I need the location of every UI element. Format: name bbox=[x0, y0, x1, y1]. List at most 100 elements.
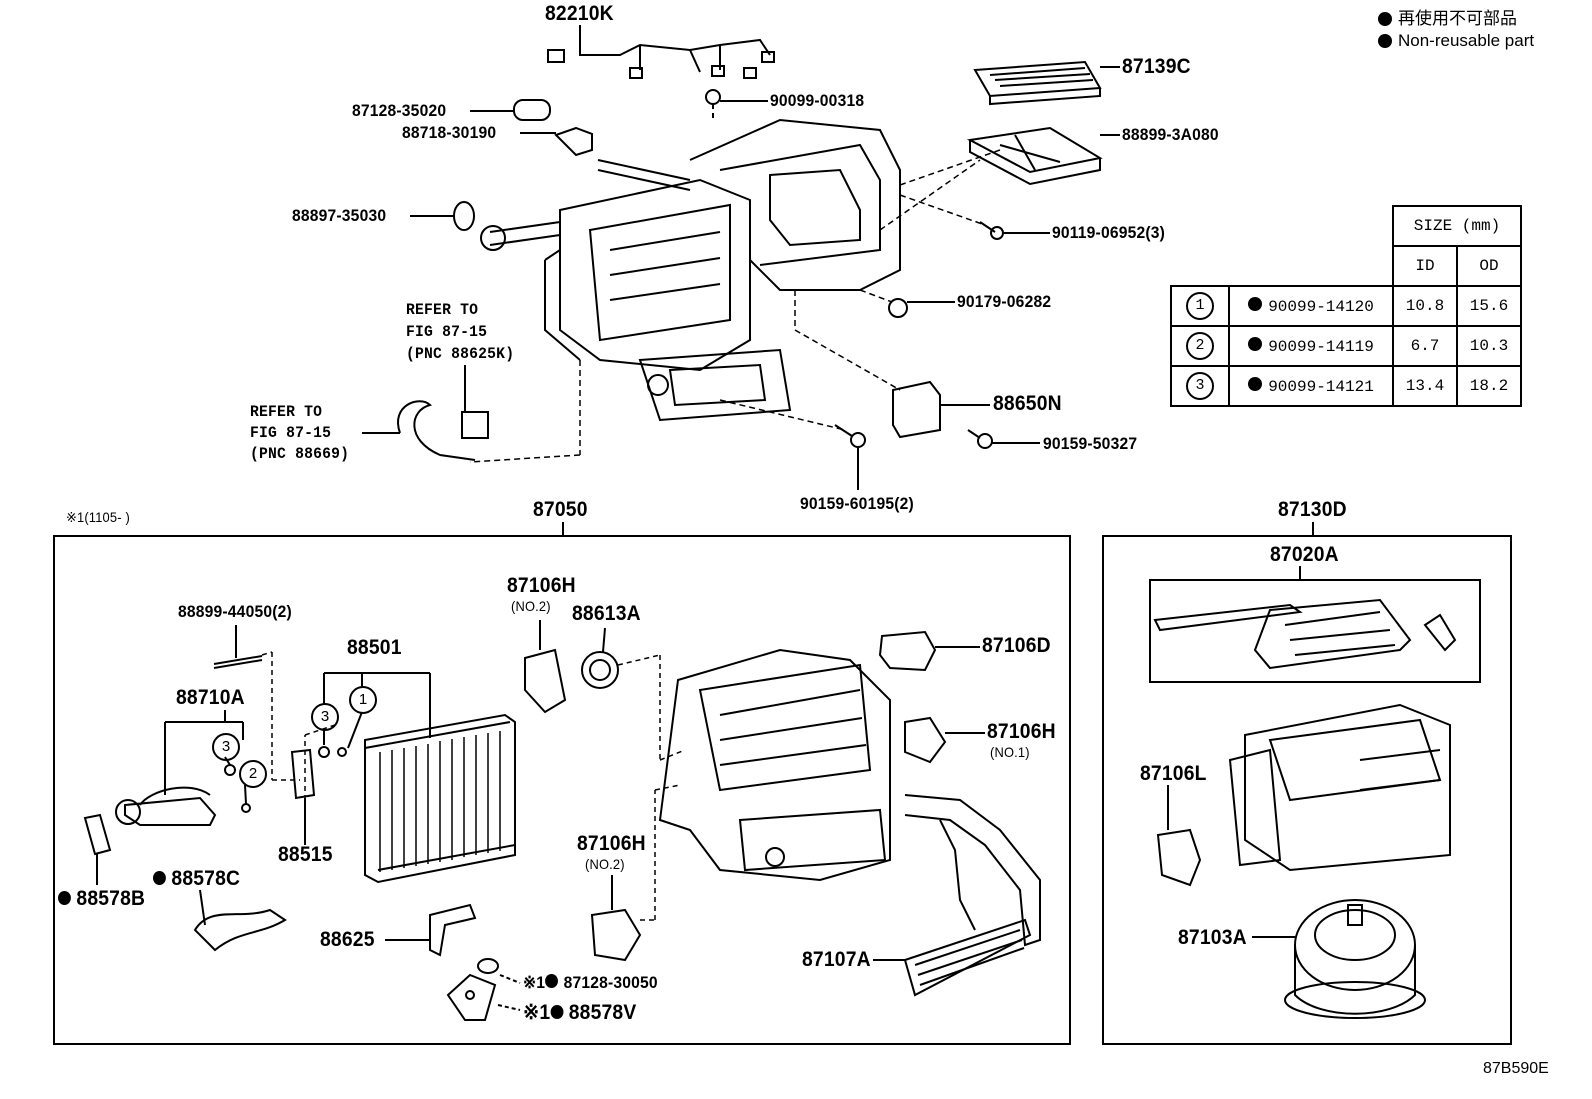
non-reusable-dot-icon bbox=[1248, 376, 1263, 391]
non-reusable-dot-icon bbox=[1378, 34, 1392, 48]
blower-motor-87103A bbox=[1284, 899, 1426, 1019]
gear-88613A bbox=[581, 651, 619, 689]
refer-line: FIG 87-15 bbox=[406, 323, 488, 341]
hvac-unit-top bbox=[544, 118, 901, 422]
label-87128-30050-text: 87128-30050 bbox=[563, 973, 658, 992]
label-87128-35020[interactable]: 87128-35020 bbox=[352, 101, 447, 120]
label-82210K[interactable]: 82210K bbox=[545, 2, 614, 25]
packing-88897-35030 bbox=[453, 201, 475, 231]
label-no1: (NO.1) bbox=[990, 744, 1030, 760]
box-87130D bbox=[1102, 535, 1512, 1045]
non-reusable-dot-icon bbox=[550, 1005, 564, 1019]
label-88718-30190[interactable]: 88718-30190 bbox=[402, 123, 497, 142]
label-88613A[interactable]: 88613A bbox=[572, 602, 641, 625]
label-88899-44050[interactable]: 88899-44050(2) bbox=[178, 602, 292, 621]
refer-line: (PNC 88625K) bbox=[406, 345, 515, 363]
legend: 再使用不可部品 Non-reusable part bbox=[1378, 8, 1534, 52]
size-row-part: 90099-14119 bbox=[1268, 337, 1374, 356]
clamp-88718-30190 bbox=[554, 126, 593, 157]
expansion-valve-88515 bbox=[290, 748, 316, 800]
size-row: 3 90099-14121 13.4 18.2 bbox=[1170, 365, 1522, 407]
legend-en: Non-reusable part bbox=[1398, 31, 1535, 50]
circle-number: 1 bbox=[1186, 292, 1214, 320]
size-row-part: 90099-14120 bbox=[1268, 297, 1374, 316]
label-88710A[interactable]: 88710A bbox=[176, 686, 245, 709]
label-88501[interactable]: 88501 bbox=[347, 636, 402, 659]
box-title-87050[interactable]: 87050 bbox=[533, 498, 588, 521]
size-row-od: 18.2 bbox=[1456, 365, 1522, 407]
circle-number: 3 bbox=[311, 703, 339, 731]
label-88625[interactable]: 88625 bbox=[320, 928, 375, 951]
non-reusable-dot-icon bbox=[545, 974, 559, 988]
label-87106H-no1[interactable]: 87106H bbox=[987, 720, 1056, 743]
grommet-87128-35020 bbox=[513, 99, 551, 121]
seal-88578C bbox=[193, 908, 287, 952]
label-87106L[interactable]: 87106L bbox=[1140, 762, 1207, 785]
refer-line: FIG 87-15 bbox=[250, 424, 332, 442]
legend-jp: 再使用不可部品 bbox=[1398, 9, 1517, 28]
label-88578B[interactable]: 88578B bbox=[58, 887, 145, 911]
label-88578V-text: 88578V bbox=[568, 1001, 637, 1024]
seal-88578V bbox=[446, 973, 497, 1021]
label-88578C[interactable]: 88578C bbox=[153, 867, 240, 891]
size-row-od: 10.3 bbox=[1456, 325, 1522, 367]
label-no2-bottom: (NO.2) bbox=[585, 856, 625, 872]
size-table-title: SIZE (mm) bbox=[1392, 205, 1522, 247]
note-mark: ※1(1105- ) bbox=[66, 509, 130, 525]
wire-harness-82210K bbox=[547, 25, 775, 79]
size-row: 2 90099-14119 6.7 10.3 bbox=[1170, 325, 1522, 367]
non-reusable-dot-icon bbox=[1248, 336, 1263, 351]
cover-87020A bbox=[1253, 598, 1412, 670]
label-90159-50327[interactable]: 90159-50327 bbox=[1043, 434, 1138, 453]
mark-note: ※1 bbox=[523, 1001, 551, 1024]
label-87103A[interactable]: 87103A bbox=[1178, 926, 1247, 949]
refer-line: (PNC 88669) bbox=[250, 445, 350, 463]
box-title-87130D[interactable]: 87130D bbox=[1278, 498, 1347, 521]
circle-number: 2 bbox=[1186, 332, 1214, 360]
label-87106H-no2-bottom[interactable]: 87106H bbox=[577, 832, 646, 855]
circle-number: 3 bbox=[1186, 372, 1214, 400]
non-reusable-dot-icon bbox=[1378, 12, 1392, 26]
size-col-od: OD bbox=[1456, 245, 1522, 287]
label-88578B-text: 88578B bbox=[76, 887, 146, 910]
actuator-87106H-no2-bottom bbox=[590, 908, 642, 962]
label-88897-35030[interactable]: 88897-35030 bbox=[292, 206, 387, 225]
label-87128-30050[interactable]: ※1 87128-30050 bbox=[523, 973, 658, 993]
actuator-87106H-no1 bbox=[904, 716, 947, 764]
refer-line: REFER TO bbox=[250, 403, 323, 421]
size-row-id: 13.4 bbox=[1392, 365, 1458, 407]
label-88578C-text: 88578C bbox=[171, 867, 241, 890]
module-88650N bbox=[892, 380, 941, 439]
label-88899-3A080[interactable]: 88899-3A080 bbox=[1122, 125, 1219, 144]
actuator-87106D bbox=[878, 630, 937, 672]
seal-strip-87020A bbox=[1153, 603, 1303, 632]
label-87020A[interactable]: 87020A bbox=[1270, 543, 1339, 566]
non-reusable-dot-icon bbox=[58, 891, 71, 905]
label-88578V[interactable]: ※1 88578V bbox=[523, 1000, 636, 1025]
non-reusable-dot-icon bbox=[153, 871, 166, 885]
size-row-part: 90099-14121 bbox=[1268, 377, 1374, 396]
box-87020A bbox=[1149, 579, 1481, 683]
seal-88578B bbox=[83, 813, 112, 856]
label-90119-06952[interactable]: 90119-06952(3) bbox=[1052, 223, 1166, 242]
label-90159-60195[interactable]: 90159-60195(2) bbox=[800, 494, 914, 513]
circle-number: 2 bbox=[239, 760, 267, 788]
label-88650N[interactable]: 88650N bbox=[993, 392, 1062, 415]
figure-code: 87B590E bbox=[1483, 1060, 1549, 1077]
label-87107A[interactable]: 87107A bbox=[802, 948, 871, 971]
label-90179-06282[interactable]: 90179-06282 bbox=[957, 292, 1052, 311]
sensor-88625 bbox=[429, 903, 477, 957]
label-87106H-no2-top[interactable]: 87106H bbox=[507, 574, 576, 597]
label-87139C[interactable]: 87139C bbox=[1122, 55, 1191, 78]
refer-line: REFER TO bbox=[406, 301, 479, 319]
label-88515[interactable]: 88515 bbox=[278, 843, 333, 866]
label-90099-00318[interactable]: 90099-00318 bbox=[770, 91, 865, 110]
heater-core-87107A bbox=[903, 794, 1041, 997]
circle-number: 1 bbox=[349, 686, 377, 714]
label-87106D[interactable]: 87106D bbox=[982, 634, 1051, 657]
blower-case-87130D bbox=[1228, 703, 1451, 872]
size-row-id: 10.8 bbox=[1392, 285, 1458, 327]
actuator-87106L bbox=[1156, 828, 1202, 887]
mark-note: ※1 bbox=[523, 973, 546, 992]
